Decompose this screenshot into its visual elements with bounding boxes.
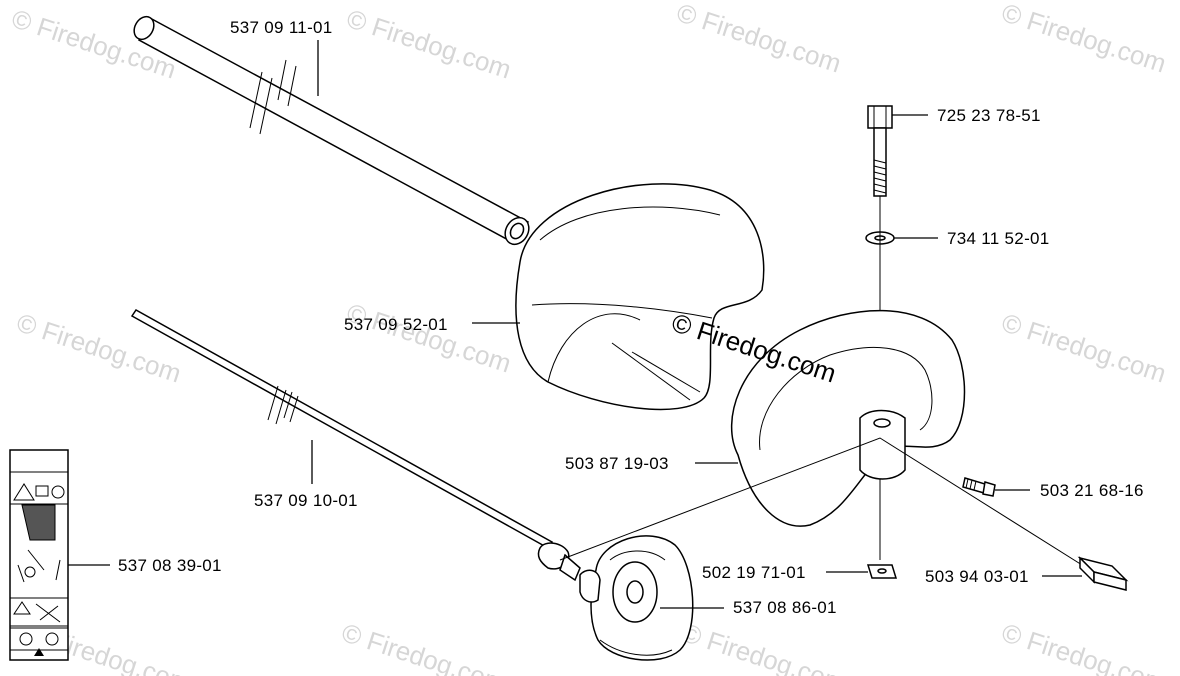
shield-part: [515, 183, 765, 411]
cup-part: [579, 535, 694, 661]
watermark-text: © Firedog.com: [998, 307, 1170, 388]
watermark-text: © Firedog.com: [673, 0, 845, 79]
shaft-part: [130, 309, 581, 582]
watermark-text: © Firedog.com: [998, 0, 1170, 79]
shaft-axis: [559, 437, 1091, 571]
part-label-cup: 537 08 86-01: [733, 598, 837, 617]
watermark-text: © Firedog.com: [998, 617, 1170, 676]
tube-part: [133, 15, 530, 246]
decal-part: [9, 449, 69, 661]
nut-part: [866, 564, 898, 579]
watermark-text: © Firedog.com: [343, 297, 515, 378]
watermark-text: © Firedog.com: [338, 617, 510, 676]
part-label-bolt: 725 23 78-51: [937, 106, 1041, 125]
part-label-washer: 734 11 52-01: [947, 229, 1050, 248]
part-label-clamp: 503 94 03-01: [925, 567, 1029, 586]
part-label-handle: 503 87 19-03: [565, 454, 669, 473]
part-label-shield: 537 09 52-01: [344, 315, 448, 334]
part-label-screw: 503 21 68-16: [1040, 481, 1144, 500]
bolt-part: [867, 105, 893, 197]
watermark-text: © Firedog.com: [678, 617, 850, 676]
part-label-nut: 502 19 71-01: [702, 563, 806, 582]
clamp-part: [1077, 556, 1129, 591]
part-label-decal: 537 08 39-01: [118, 556, 222, 575]
screw-part: [962, 477, 996, 497]
part-label-shaft: 537 09 10-01: [254, 491, 358, 510]
part-label-tube: 537 09 11-01: [230, 18, 333, 37]
watermark-text: © Firedog.com: [13, 307, 185, 388]
watermark-text: © Firedog.com: [343, 3, 515, 84]
